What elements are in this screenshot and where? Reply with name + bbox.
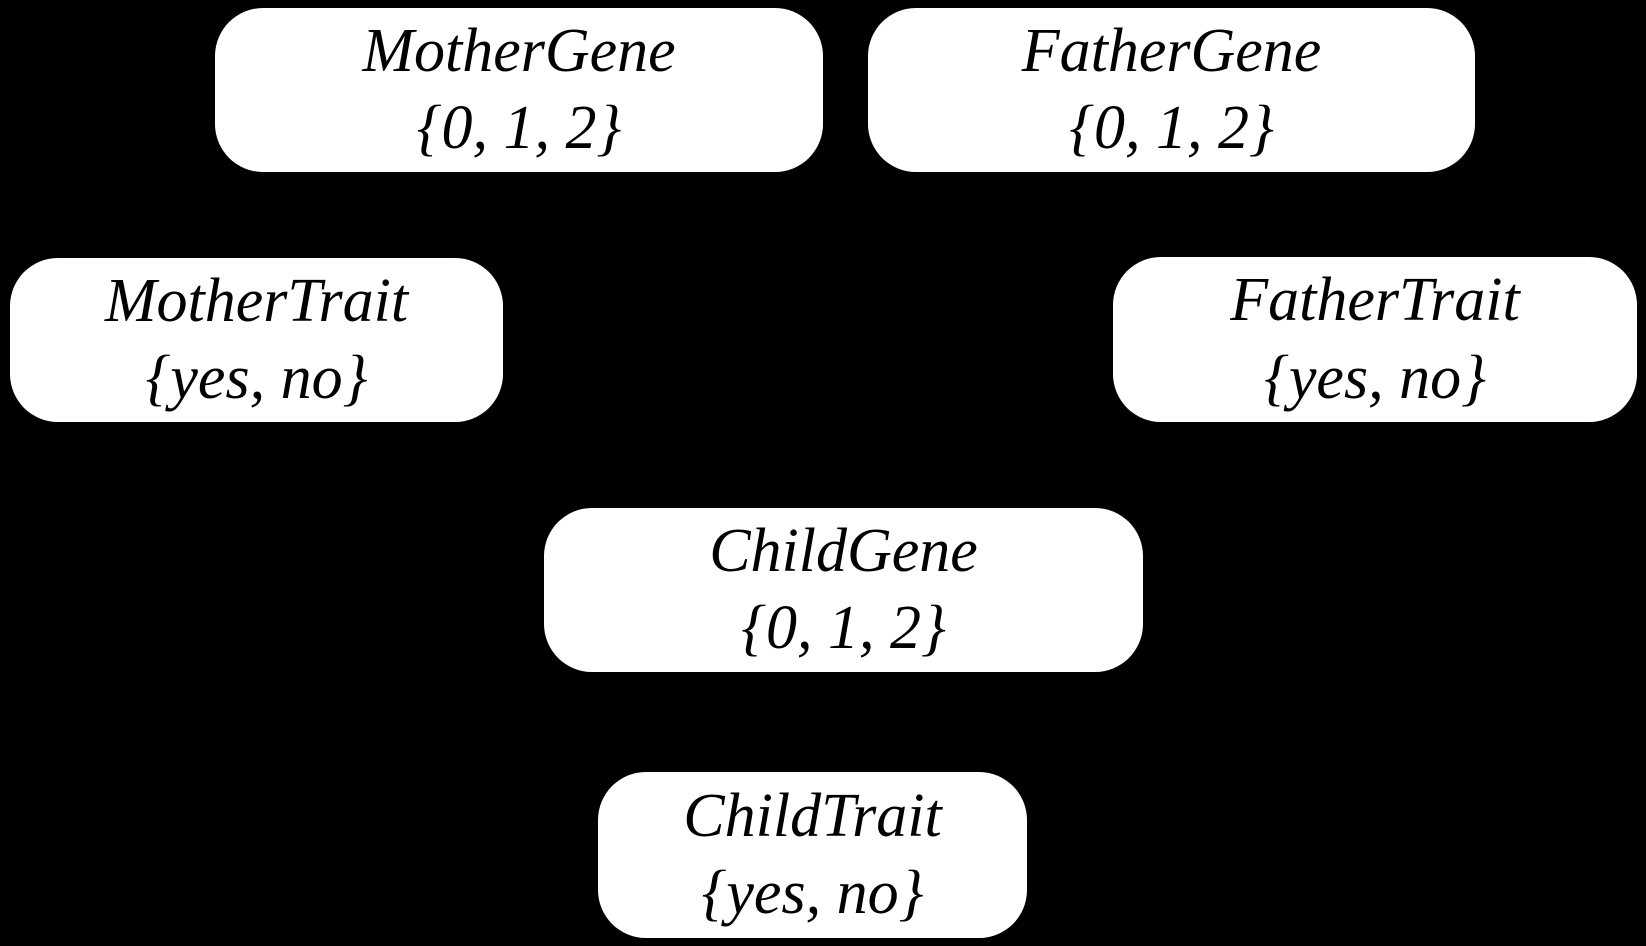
node-mother-gene: MotherGene {0, 1, 2} bbox=[215, 8, 823, 172]
node-child-trait-domain: {yes, no} bbox=[701, 859, 924, 927]
node-father-gene: FatherGene {0, 1, 2} bbox=[868, 8, 1475, 172]
node-father-trait-domain: {yes, no} bbox=[1264, 343, 1486, 412]
node-mother-trait: MotherTrait {yes, no} bbox=[10, 258, 503, 422]
node-mother-gene-domain: {0, 1, 2} bbox=[416, 94, 622, 162]
node-father-trait-label: FatherTrait bbox=[1230, 266, 1520, 334]
node-child-gene-domain: {0, 1, 2} bbox=[741, 594, 946, 662]
node-child-gene-label: ChildGene bbox=[709, 516, 978, 585]
node-child-trait: ChildTrait {yes, no} bbox=[598, 772, 1027, 938]
node-child-gene: ChildGene {0, 1, 2} bbox=[544, 508, 1143, 672]
node-child-trait-label: ChildTrait bbox=[683, 781, 942, 850]
node-mother-gene-label: MotherGene bbox=[362, 16, 676, 85]
node-father-trait: FatherTrait {yes, no} bbox=[1113, 257, 1637, 422]
node-mother-trait-label: MotherTrait bbox=[104, 266, 409, 335]
node-father-gene-label: FatherGene bbox=[1021, 16, 1322, 85]
node-father-gene-domain: {0, 1, 2} bbox=[1069, 94, 1274, 162]
node-mother-trait-domain: {yes, no} bbox=[145, 344, 368, 412]
